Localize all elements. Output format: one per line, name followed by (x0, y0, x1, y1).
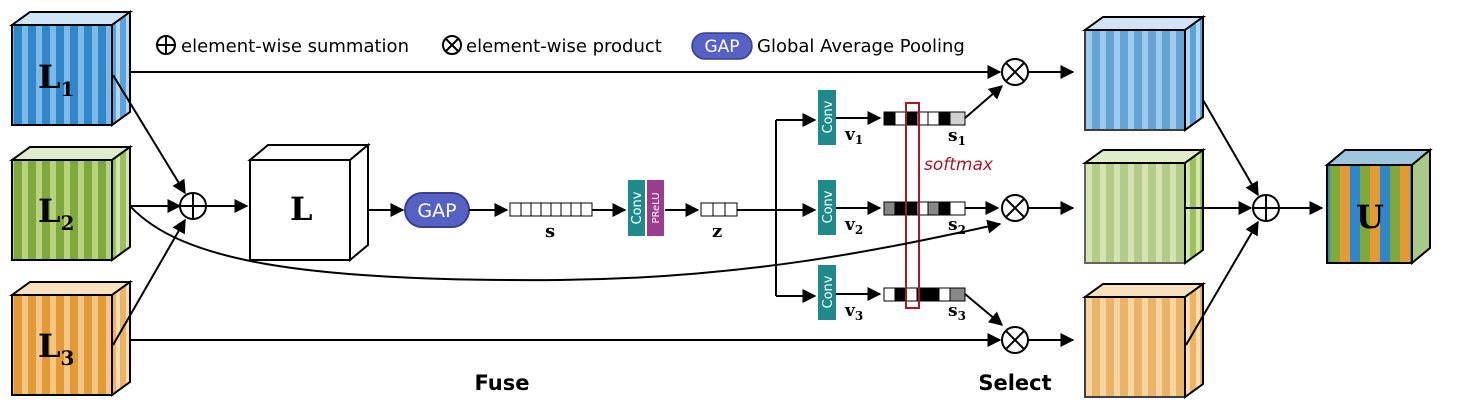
gap-node-label: GAP (417, 200, 456, 222)
selected-cube-2 (1081, 148, 1207, 265)
plus-circle-icon (156, 35, 176, 55)
branch-conv-2: Conv (818, 180, 836, 235)
times-circle-icon (442, 35, 462, 55)
branch-conv-1-label: Conv (821, 100, 836, 133)
section-select-label: Select (978, 371, 1051, 395)
legend-gap-badge-text: GAP (704, 37, 739, 57)
output-cube-u: U (1324, 147, 1433, 266)
output-cube-u-label: U (1356, 198, 1384, 236)
selected-cube-3 (1081, 282, 1207, 399)
product-1-icon (1001, 58, 1029, 86)
product-to-cube-arrows (1028, 65, 1075, 347)
softmax-box (905, 102, 920, 309)
fuse-connectors (112, 74, 186, 346)
vector-s (509, 202, 593, 217)
legend-gap-badge (691, 32, 753, 60)
legend-product-text: element-wise product (466, 36, 662, 57)
cube-l2-sub: 2 (61, 211, 75, 235)
branch-conv-1: Conv (818, 90, 836, 145)
cube-l3-sub: 3 (61, 346, 75, 370)
product-2-icon (1001, 194, 1029, 222)
legend: element-wise summation element-wise prod… (156, 32, 965, 60)
fuse-sum-icon (179, 192, 207, 220)
svg-text:L2: L2 (38, 192, 74, 235)
output-sum-icon (1252, 194, 1280, 222)
branch-2-v-label: v2 (844, 215, 863, 237)
split-connectors (737, 113, 817, 303)
fc-conv-block: Conv (628, 180, 645, 236)
branch-1-s-label: s1 (948, 126, 966, 148)
prelu-block: PReLU (647, 180, 664, 236)
gap-node: GAP (404, 192, 470, 228)
vector-z-label: z (712, 221, 722, 242)
attention-vector-2 (883, 201, 966, 216)
legend-gap-text: Global Average Pooling (757, 36, 965, 57)
legend-sum-text: element-wise summation (181, 36, 409, 57)
vector-s-label: s (545, 221, 555, 242)
branch-conv-2-label: Conv (821, 190, 836, 223)
select-connectors (129, 65, 1002, 347)
conv-to-vector-arrows (836, 111, 882, 301)
svg-text:L1: L1 (38, 58, 74, 101)
section-fuse-label: Fuse (475, 371, 530, 395)
cube-l1-label: L (38, 58, 61, 96)
attention-vector-1 (883, 111, 966, 126)
prelu-label: PReLU (651, 192, 662, 223)
cube-l3: L3 (8, 280, 134, 397)
branch-1-v-label: v1 (844, 125, 863, 147)
vector-z (700, 202, 738, 217)
cube-l2-label: L (38, 192, 61, 230)
attention-to-product-arrows (964, 85, 1004, 326)
cube-l2: L2 (8, 145, 134, 262)
cube-l-fused: L (247, 142, 371, 263)
attention-vector-3 (883, 287, 966, 302)
svg-text:L3: L3 (38, 327, 74, 370)
softmax-label: softmax (924, 155, 994, 175)
selected-cube-1 (1081, 15, 1207, 132)
fc-conv-label: Conv (630, 191, 645, 224)
branch-3-s-label: s3 (948, 301, 966, 323)
cube-l3-label: L (38, 327, 61, 365)
product-3-icon (1001, 326, 1029, 354)
branch-3-v-label: v3 (844, 301, 863, 323)
branch-2-s-label: s2 (948, 215, 966, 237)
branch-conv-3: Conv (818, 265, 836, 320)
cube-l-fused-label: L (290, 190, 313, 228)
branch-conv-3-label: Conv (821, 275, 836, 308)
cube-l1: L1 (8, 10, 134, 127)
cube-l1-sub: 1 (61, 77, 75, 101)
cube-to-sum-arrows (1185, 99, 1259, 346)
